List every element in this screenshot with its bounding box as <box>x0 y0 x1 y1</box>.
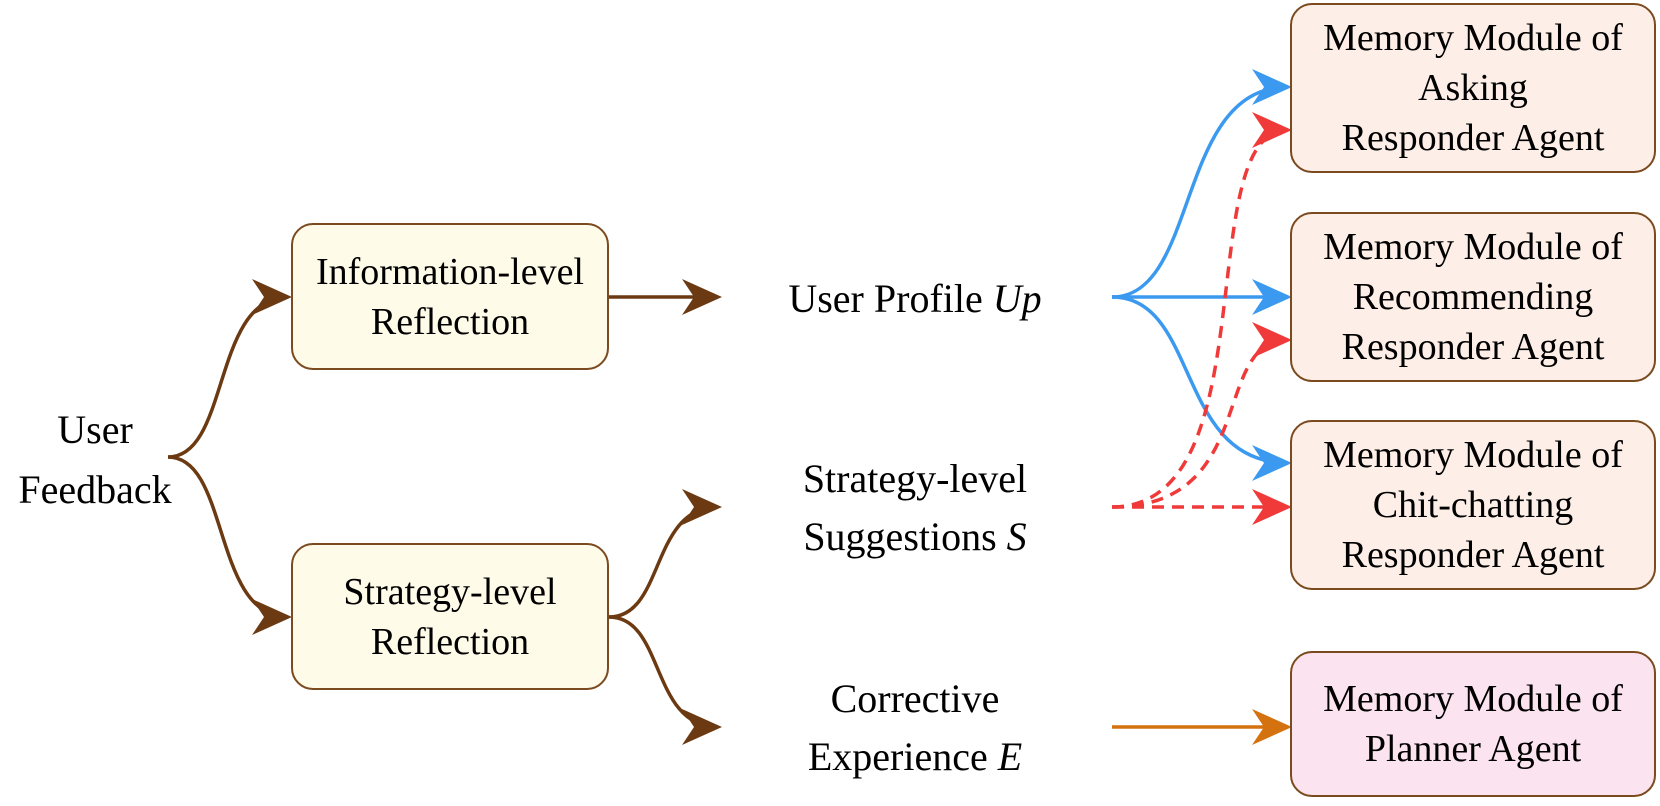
strategy-suggestions-label: Strategy-level Suggestions S <box>740 450 1090 566</box>
memory-chitchat-line3: Responder Agent <box>1341 534 1605 576</box>
arrow-suggestions-to-recommending <box>1111 322 1292 509</box>
memory-recommending-line1: Memory Module of <box>1323 226 1623 268</box>
arrow-suggestions-to-asking <box>1111 112 1292 509</box>
arrow-profile-to-asking <box>1111 69 1292 299</box>
strategy-level-reflection-box: Strategy-level Reflection <box>291 543 609 690</box>
memory-asking-line3: Responder Agent <box>1341 117 1605 159</box>
user-feedback-line1: User <box>57 407 133 452</box>
user-feedback-line2: Feedback <box>18 467 172 512</box>
user-profile-label: User Profile Up <box>740 271 1090 327</box>
strategy-suggestions-symbol: S <box>1006 514 1027 559</box>
info-reflection-line2: Reflection <box>370 300 530 343</box>
strategy-reflection-line1: Strategy-level <box>343 570 557 613</box>
arrow-feedback-to-info <box>167 279 292 459</box>
memory-planner-line1: Memory Module of <box>1323 678 1623 720</box>
user-profile-symbol: Up <box>992 276 1042 321</box>
strategy-suggestions-line1: Strategy-level <box>802 456 1028 501</box>
arrow-feedback-to-strategy <box>167 455 292 635</box>
arrow-strategy-to-experience <box>608 615 722 745</box>
strategy-reflection-line2: Reflection <box>370 620 530 663</box>
memory-planner-line2: Planner Agent <box>1364 728 1582 770</box>
memory-asking-line2: Asking <box>1418 67 1528 109</box>
arrow-profile-to-chitchat <box>1111 295 1292 481</box>
corrective-experience-text: Experience <box>807 734 998 779</box>
memory-module-chitchat-box: Memory Module of Chit-chatting Responder… <box>1290 420 1656 590</box>
corrective-experience-label: Corrective Experience E <box>740 670 1090 786</box>
info-reflection-line1: Information-level <box>315 250 584 293</box>
memory-chitchat-line1: Memory Module of <box>1323 434 1623 476</box>
memory-module-recommending-box: Memory Module of Recommending Responder … <box>1290 212 1656 382</box>
memory-module-planner-box: Memory Module of Planner Agent <box>1290 651 1656 797</box>
user-profile-text: User Profile <box>788 276 993 321</box>
corrective-experience-symbol: E <box>997 734 1023 779</box>
memory-chitchat-line2: Chit-chatting <box>1372 484 1574 526</box>
arrow-strategy-to-suggestions <box>608 489 722 619</box>
corrective-experience-line2: Experience E <box>740 728 1090 786</box>
strategy-suggestions-text: Suggestions <box>803 514 1007 559</box>
strategy-suggestions-line2: Suggestions S <box>740 508 1090 566</box>
memory-recommending-line2: Recommending <box>1352 276 1594 318</box>
memory-asking-line1: Memory Module of <box>1323 17 1623 59</box>
memory-module-asking-box: Memory Module of Asking Responder Agent <box>1290 3 1656 173</box>
memory-recommending-line3: Responder Agent <box>1341 326 1605 368</box>
user-feedback-label: User Feedback <box>0 400 190 520</box>
corrective-experience-line1: Corrective <box>830 676 1000 721</box>
information-level-reflection-box: Information-level Reflection <box>291 223 609 370</box>
